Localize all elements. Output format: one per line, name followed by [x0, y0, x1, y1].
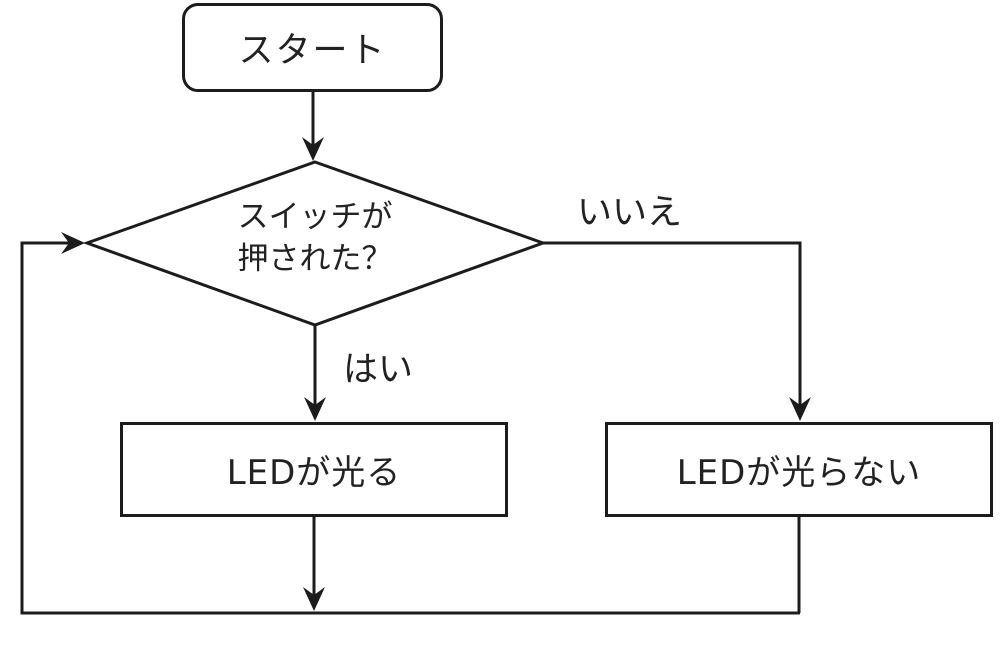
edge-label-no: いいえ: [577, 193, 683, 233]
arrow-down-icon: [303, 587, 325, 611]
start-node: スタート: [182, 3, 443, 92]
arrow-down-icon: [789, 397, 811, 421]
arrow-down-icon: [302, 137, 324, 161]
arrow-right-icon: [61, 232, 85, 254]
process-led-on-label: LEDが光る: [226, 453, 402, 493]
edge-no-to-led-off: [543, 241, 802, 417]
process-node-led-on: LEDが光る: [120, 422, 508, 517]
edge-loop-back-to-decision: [20, 241, 800, 615]
decision-label-line1: スイッチが: [237, 199, 393, 235]
edge-label-yes: はい: [343, 350, 414, 390]
decision-node-label: スイッチが 押された？: [165, 196, 465, 280]
process-led-off-label: LEDが光らない: [676, 453, 922, 493]
start-node-label: スタート: [238, 31, 387, 71]
arrow-down-icon: [304, 397, 326, 421]
process-node-led-off: LEDが光らない: [605, 422, 993, 517]
decision-label-line2: 押された？: [237, 241, 393, 277]
